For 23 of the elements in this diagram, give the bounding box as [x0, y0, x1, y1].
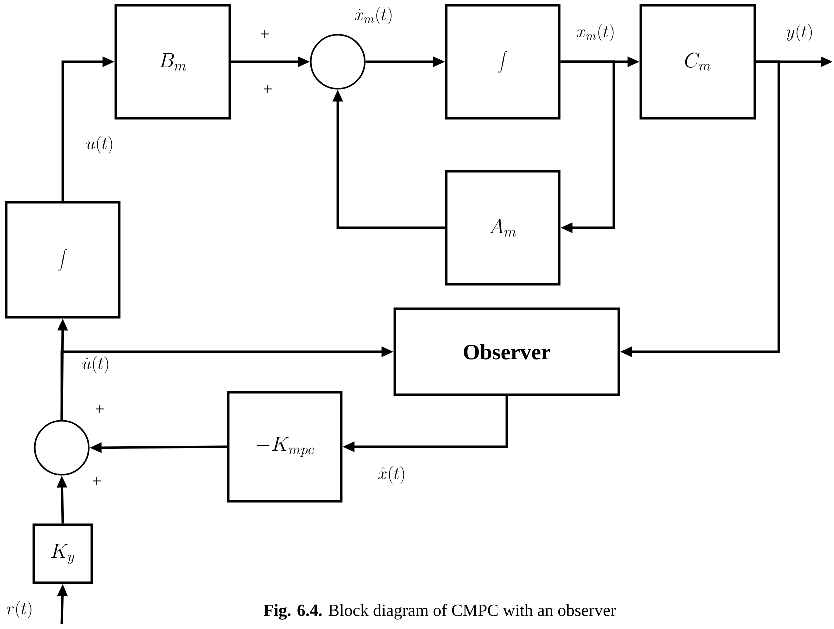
signal-label: $\hat{x}(t)$	[377, 465, 407, 485]
summing-junction	[34, 420, 90, 476]
signal-label: $\dot{u}(t)$	[81, 355, 111, 375]
caption: Fig. 6.4. Block diagram of CMPC with an observer	[264, 604, 616, 620]
arrow	[560, 60, 616, 234]
signal-label: $y(t)$	[785, 23, 815, 43]
sign-label: +	[264, 85, 272, 94]
integrator-box: $\int$	[445, 4, 561, 120]
gain-box: $-K_{mpc}$	[227, 391, 343, 503]
process-box: $A_m$	[445, 170, 561, 286]
gain-box: $K_y$	[32, 524, 94, 584]
observer-box: Observer	[394, 308, 620, 396]
sign-label: +	[93, 477, 101, 486]
signal-label: $r(t)$	[6, 600, 34, 620]
signal-label: $x_m(t)$	[576, 23, 616, 43]
summing-junction	[310, 34, 366, 90]
signal-label: $u(t)$	[85, 135, 115, 155]
sign-label: +	[96, 405, 104, 414]
integrator-box: $\int$	[5, 201, 121, 319]
sign-label: +	[261, 30, 269, 38]
signal-label: $\dot{x}_m(t)$	[354, 6, 394, 26]
process-box: $C_m$	[640, 4, 756, 120]
process-box: $B_m$	[114, 4, 232, 120]
